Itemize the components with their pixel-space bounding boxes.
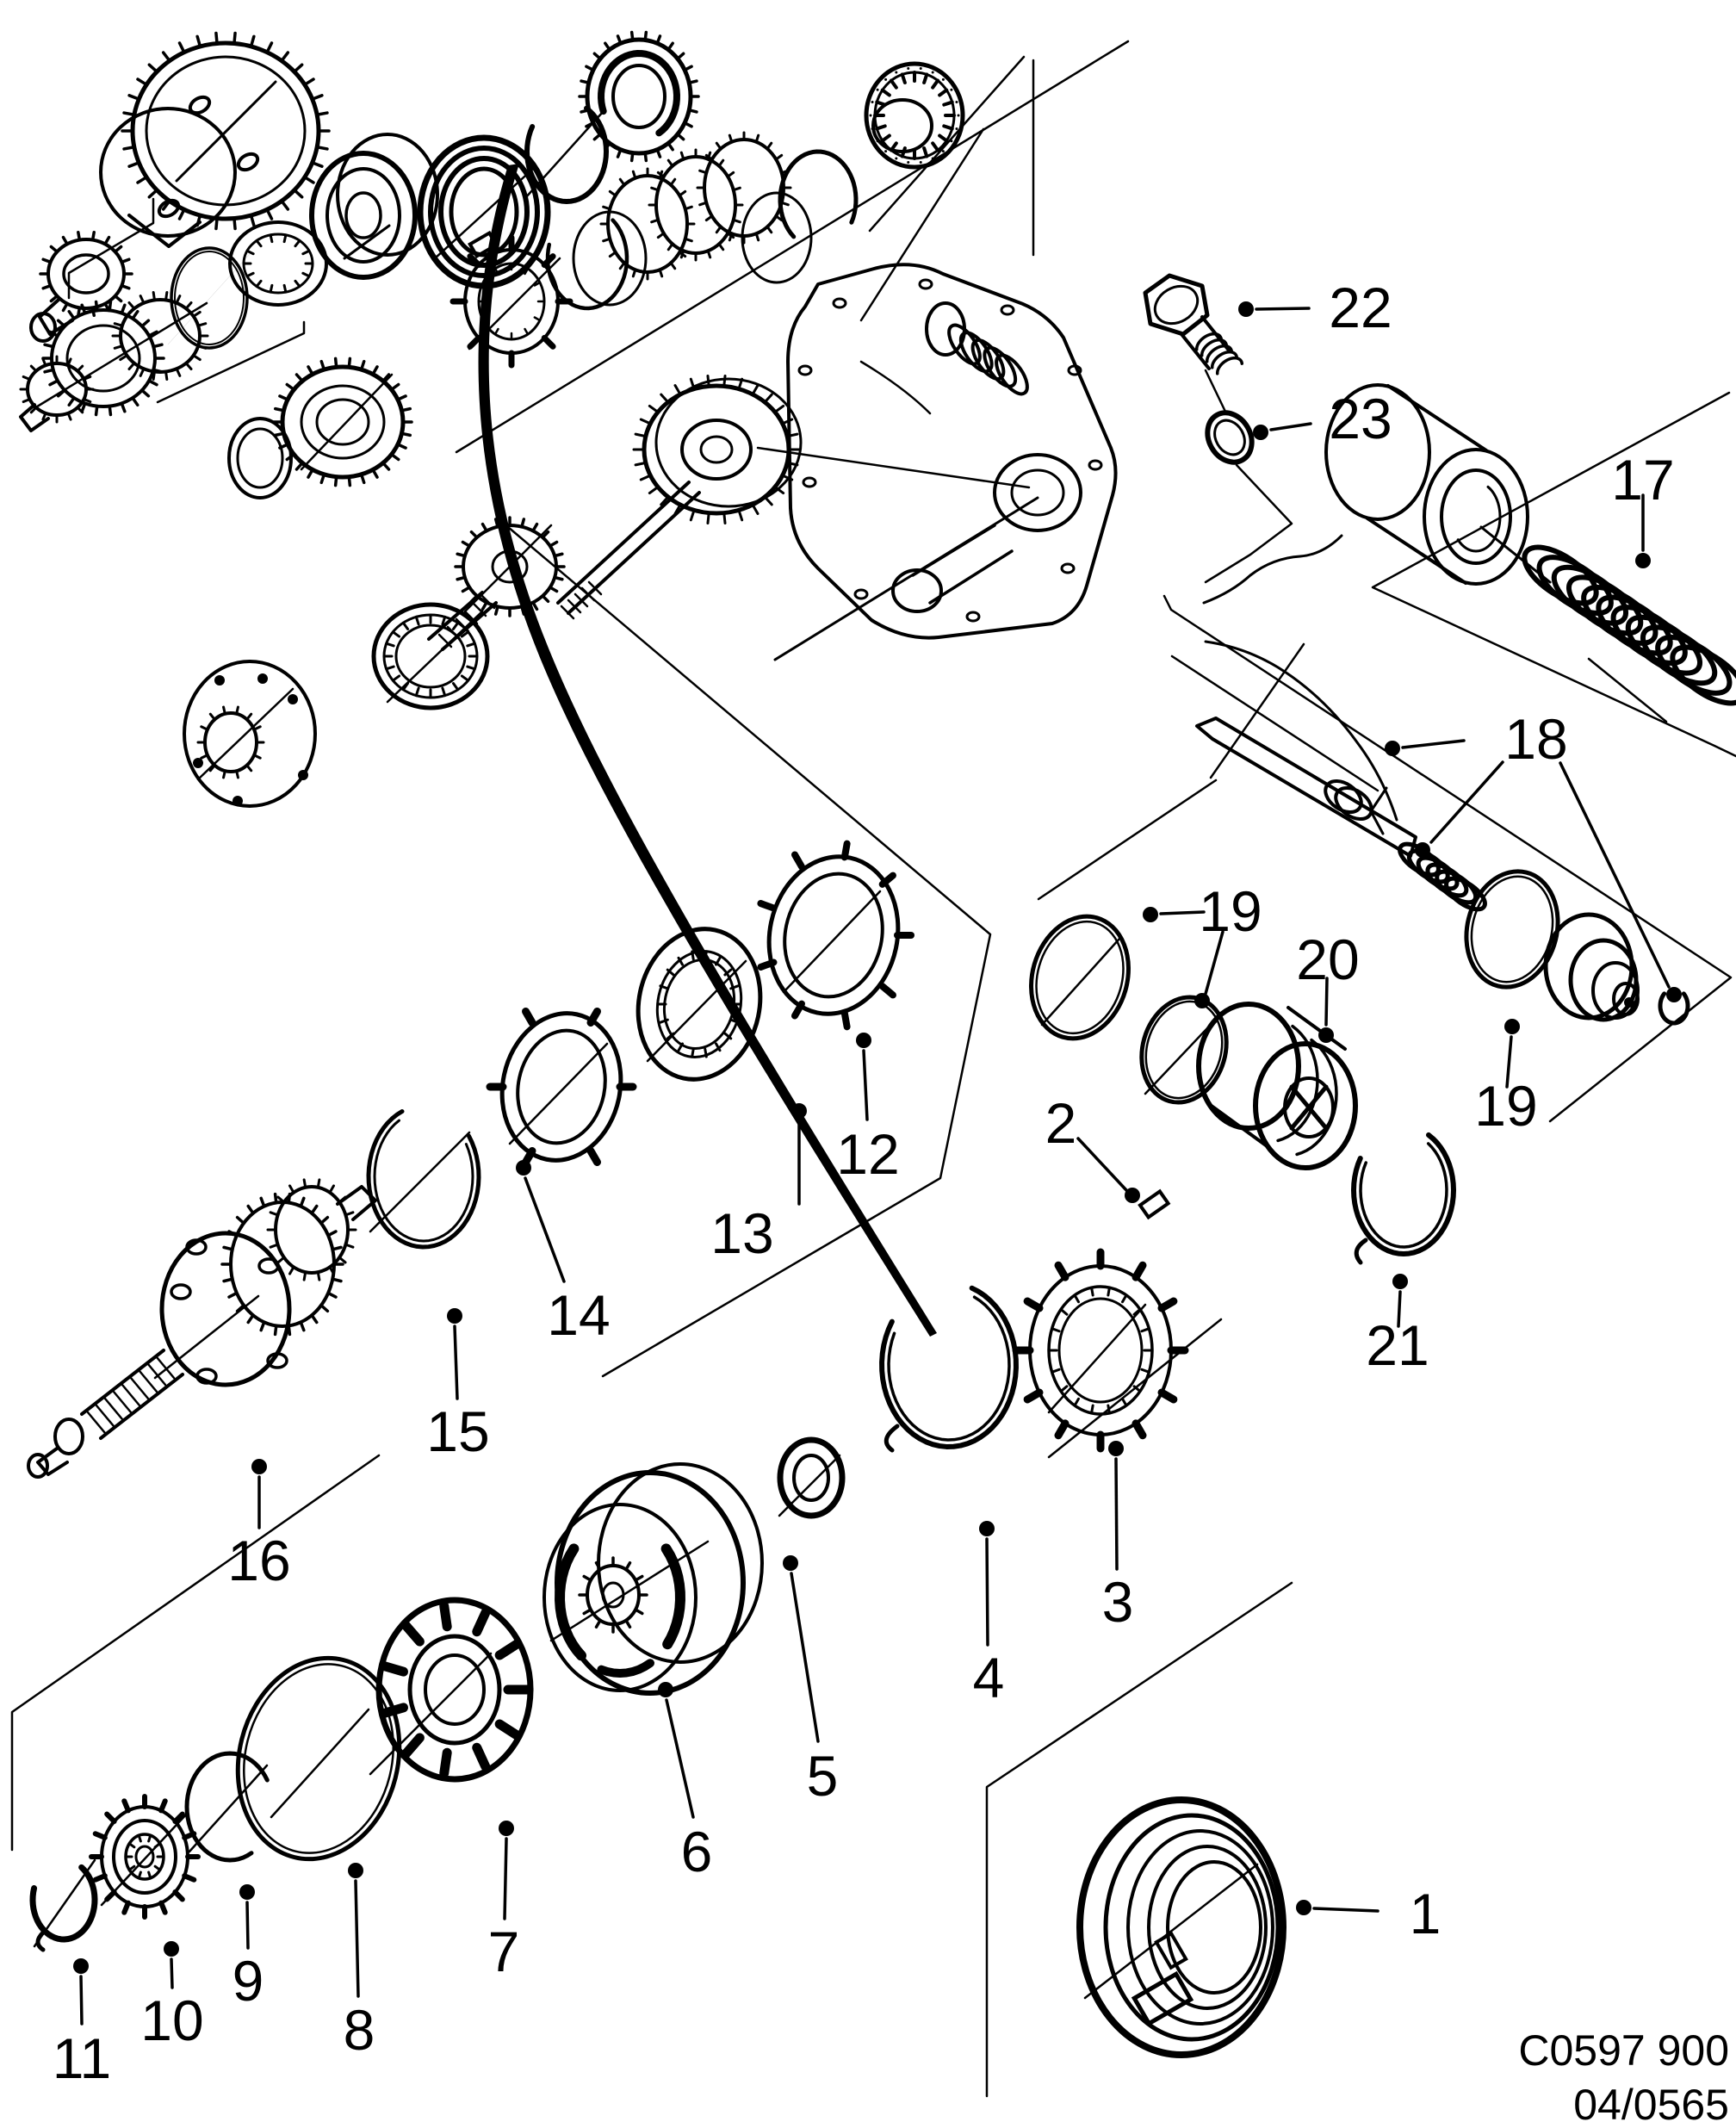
part-end-housing	[773, 263, 1118, 661]
callout-10: 10	[140, 1941, 204, 2052]
callout-number: 1	[1410, 1882, 1442, 1945]
callout-19: 19	[1143, 879, 1262, 1008]
part-synchro-disc-row	[450, 131, 859, 369]
part-1-brake-band	[1076, 1796, 1286, 2058]
callout-number: 20	[1296, 928, 1359, 991]
part-6-planet-drum	[542, 1462, 764, 1696]
callout-21: 21	[1366, 1274, 1429, 1377]
callout-14: 14	[516, 1160, 611, 1347]
callout-number: 15	[426, 1399, 489, 1463]
callout-16: 16	[227, 1459, 291, 1592]
drawing-code: C0597 900	[1518, 2026, 1729, 2075]
part-taper-bearing	[859, 61, 985, 322]
part-17-spring	[1522, 544, 1736, 723]
diagram-artwork	[10, 30, 1736, 2098]
callout-number: 19	[1199, 879, 1262, 943]
part-15-snap-ring	[366, 1109, 481, 1250]
part-11-circlip	[29, 1858, 98, 1952]
part-planet-carrier-left	[183, 660, 317, 808]
callout-20: 20	[1296, 928, 1360, 1043]
callout-number: 6	[681, 1820, 713, 1883]
callout-number: 5	[807, 1744, 839, 1808]
part-clutch-drum-top	[309, 133, 439, 280]
part-4-snap-ring	[879, 1285, 1019, 1453]
drawing-revision: 04/0565	[1573, 2081, 1729, 2128]
part-2-key	[1138, 1188, 1171, 1220]
part-pinion-shaft	[427, 516, 566, 651]
callout-number: 9	[232, 1949, 264, 2013]
part-20-piston	[1196, 1002, 1358, 1170]
callout-12: 12	[836, 1033, 900, 1186]
callout-8: 8	[344, 1863, 375, 2062]
part-13-friction-disc	[636, 927, 763, 1082]
callout-23: 23	[1253, 387, 1392, 450]
callout-number: 10	[140, 1988, 203, 2052]
callout-number: 2	[1045, 1091, 1077, 1155]
part-synchro-hub-top	[228, 220, 561, 351]
callout-number: 22	[1329, 276, 1392, 339]
callout-18: 18	[1385, 707, 1682, 1002]
callout-15: 15	[426, 1308, 490, 1463]
callout-number: 14	[547, 1283, 610, 1347]
part-18-selector-rod	[1195, 717, 1487, 912]
callout-1: 1	[1296, 1882, 1441, 1945]
part-19-oring-a	[1029, 914, 1131, 1041]
part-16-output-shaft	[27, 1178, 377, 1479]
enclosure-lines	[10, 40, 1736, 2098]
callout-11: 11	[53, 1958, 112, 2090]
part-helical-gear-mid	[272, 357, 413, 487]
part-22-drain-plug	[1143, 273, 1244, 415]
callout-number: 7	[488, 1920, 520, 1983]
callout-number: 12	[836, 1122, 899, 1186]
callout-9: 9	[232, 1884, 264, 2013]
callout-13: 13	[710, 1103, 807, 1265]
callout-17: 17	[1611, 448, 1675, 568]
part-18-detent-cone	[1543, 912, 1640, 1022]
callout-5: 5	[783, 1555, 838, 1808]
callout-number: 13	[710, 1201, 773, 1265]
callout-6: 6	[658, 1682, 712, 1883]
callout-number: 3	[1102, 1570, 1134, 1634]
part-toothed-bearing-ring	[578, 30, 700, 163]
part-23-oring	[1204, 410, 1293, 584]
callout-3: 3	[1102, 1441, 1134, 1634]
callout-number: 21	[1366, 1313, 1429, 1377]
callout-19: 19	[1474, 1019, 1538, 1138]
part-8-oring	[235, 1655, 402, 1862]
callout-number: 23	[1329, 387, 1392, 450]
part-10-gear	[89, 1794, 201, 1920]
part-3-synchro-ring	[1012, 1248, 1189, 1453]
part-5-seal-ring	[777, 1436, 846, 1519]
part-oring-top	[170, 246, 249, 350]
part-input-gear-cluster	[19, 291, 209, 432]
part-9-snap-ring	[184, 1751, 270, 1863]
callout-7: 7	[488, 1821, 520, 1983]
part-ring-gear-annulus	[371, 602, 490, 710]
callout-22: 22	[1238, 276, 1392, 339]
callout-2: 2	[1045, 1091, 1140, 1203]
callout-number: 4	[973, 1646, 1005, 1709]
part-7-one-way-clutch	[369, 1597, 534, 1783]
callout-number: 8	[344, 1998, 375, 2062]
part-14-retainer-plate	[486, 1008, 637, 1166]
part-18-circlip	[1658, 991, 1690, 1026]
part-12-clutch-disc	[757, 840, 914, 1031]
part-21-snap-ring	[1351, 1132, 1456, 1265]
part-differential-assembly	[29, 31, 331, 343]
callout-number: 11	[53, 2026, 112, 2090]
callout-number: 18	[1504, 707, 1567, 771]
part-spring-pack-drum	[417, 134, 551, 289]
callout-number: 16	[227, 1529, 290, 1592]
callout-4: 4	[973, 1521, 1005, 1709]
callout-number: 19	[1474, 1074, 1537, 1138]
callout-number: 17	[1611, 448, 1674, 512]
part-ring-gear-drum	[556, 374, 1031, 620]
